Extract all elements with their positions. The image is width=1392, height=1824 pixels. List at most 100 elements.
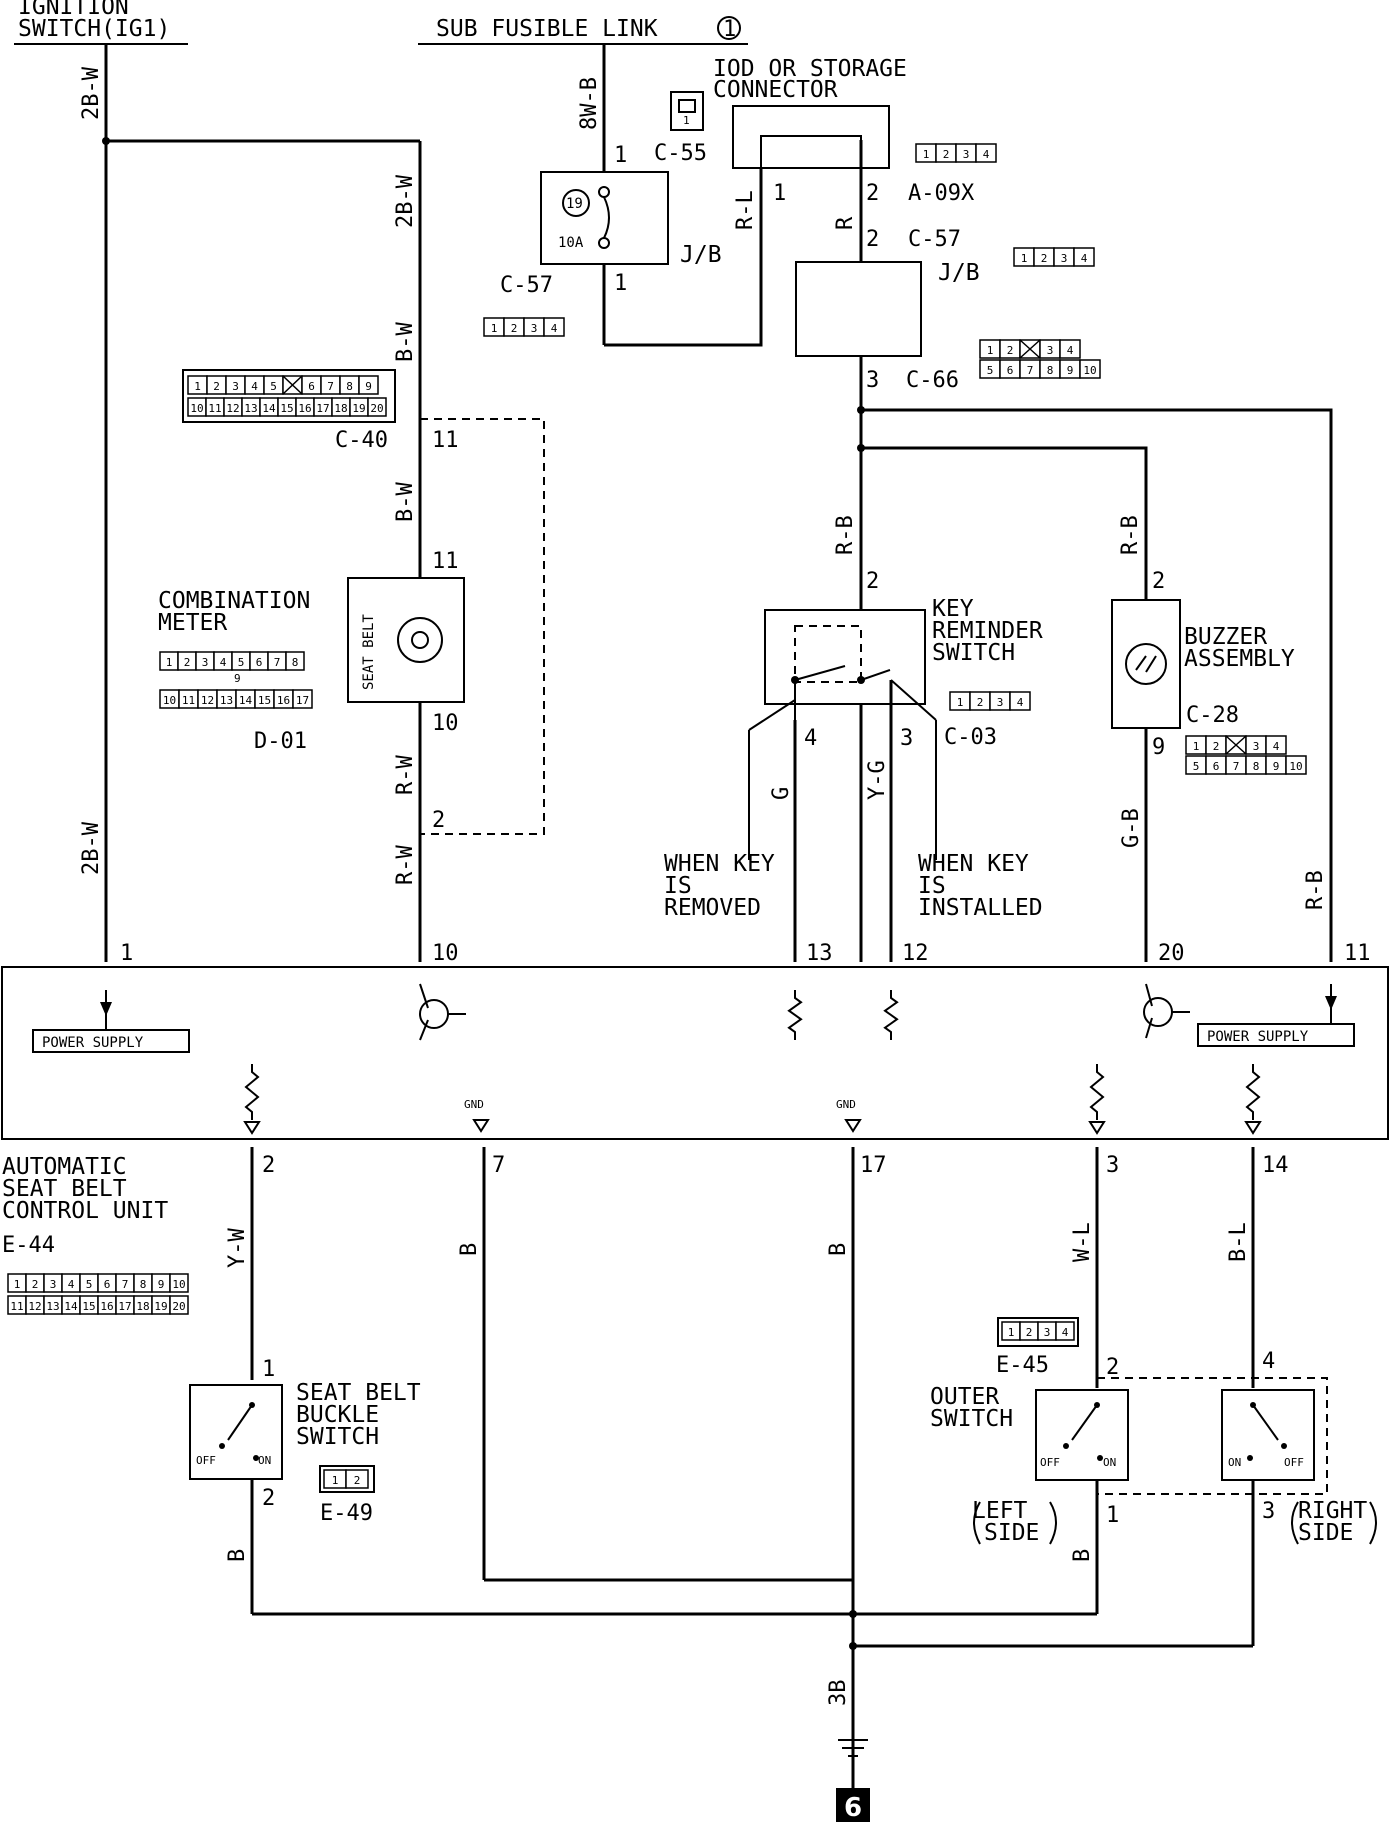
e49-pin-label: 2 xyxy=(354,1474,361,1487)
e44-row2-pin-label: 16 xyxy=(100,1300,113,1313)
c66-row2-pin-label: 7 xyxy=(1027,364,1034,377)
a09x-cell xyxy=(975,143,997,163)
pin-key-2: 2 xyxy=(866,569,879,594)
c66-row1-pin-label: 3 xyxy=(1047,344,1054,357)
connector-e44-label: E-44 xyxy=(2,1233,55,1258)
c28-row2-pin-label: 5 xyxy=(1193,760,1200,773)
c57b-pin-label: 1 xyxy=(1021,252,1028,265)
when-removed-1: WHEN KEY xyxy=(664,851,775,877)
pin-fuse-out: 1 xyxy=(614,271,627,296)
c28-row2-pin-label: 9 xyxy=(1273,760,1280,773)
pin-fuse-in: 1 xyxy=(614,143,627,168)
c28-row2-pin-label: 7 xyxy=(1233,760,1240,773)
wire-code-g: G xyxy=(769,787,794,800)
e44-row1-pin-label: 3 xyxy=(50,1278,57,1291)
right-side-label-2: SIDE xyxy=(1298,1520,1353,1546)
d01-row1-pin-label: 6 xyxy=(256,656,263,669)
c03-pin-label: 3 xyxy=(997,696,1004,709)
d01-row2-pin-label: 14 xyxy=(239,694,253,707)
pin-outer-left-1: 1 xyxy=(1106,1503,1119,1528)
connector-c66-label: C-66 xyxy=(906,368,959,393)
e44-row2-cell xyxy=(169,1295,189,1315)
pin-unit-11: 11 xyxy=(1344,941,1371,966)
e44-row2-pin-label: 19 xyxy=(154,1300,167,1313)
pin-buzzer-9: 9 xyxy=(1152,735,1165,760)
d01-row1-cell xyxy=(285,651,305,671)
key-reminder-label-2: REMINDER xyxy=(932,618,1043,644)
connector-e49-label: E-49 xyxy=(320,1501,373,1526)
c28-row1-cell xyxy=(1265,735,1287,755)
resistor-symbol xyxy=(787,990,803,1040)
pin-c66-3: 3 xyxy=(866,368,879,393)
c03-pin-label: 1 xyxy=(957,696,964,709)
resistor-symbol xyxy=(1089,1064,1105,1120)
e45-pin-label: 1 xyxy=(1008,1326,1015,1339)
wire-code-2bw-top: 2B-W xyxy=(79,66,104,120)
outer-left-on: ON xyxy=(1103,1456,1116,1469)
control-unit-label-2: SEAT BELT xyxy=(2,1176,127,1202)
connector-c55: 1 C-55 xyxy=(654,91,707,166)
pin-c57-2: 2 xyxy=(866,227,879,252)
c40-row2-pin-label: 19 xyxy=(352,402,365,415)
pin-unit-20: 20 xyxy=(1158,941,1185,966)
ignition-label-line2: SWITCH(IG1) xyxy=(18,16,170,42)
jb-label-right: J/B xyxy=(938,260,980,286)
outer-switch-left: OFF ON 2 1 xyxy=(1035,1355,1129,1528)
gnd-label-1: GND xyxy=(464,1098,484,1111)
wire-code-b-3: B xyxy=(225,1549,250,1562)
pin-unit-10: 10 xyxy=(432,941,459,966)
d01-row1-pin-label: 1 xyxy=(166,656,173,669)
d01-row2-pin-label: 13 xyxy=(220,694,233,707)
d01-row1-pin-label: 5 xyxy=(238,656,245,669)
c40-row2-pin-label: 10 xyxy=(190,402,203,415)
wire-code-b-4: B xyxy=(1070,1549,1095,1562)
e45-pin-label: 2 xyxy=(1026,1326,1033,1339)
e44-row2-pin-label: 13 xyxy=(46,1300,59,1313)
wire-code-rb-2: R-B xyxy=(1118,515,1143,555)
when-removed-2: IS xyxy=(664,873,692,899)
d01-row2-pin-label: 17 xyxy=(296,694,309,707)
power-supply-left-label: POWER SUPPLY xyxy=(42,1035,144,1051)
fuse-rating: 10A xyxy=(558,235,584,251)
c57b-pin-label: 3 xyxy=(1061,252,1068,265)
pin-buckle-2: 2 xyxy=(262,1486,275,1511)
connector-c28-label: C-28 xyxy=(1186,703,1239,728)
ignition-feed-wires: 2B-W 2B-W 2B-W B-W B-W R-W R-W xyxy=(79,44,422,962)
pin-c40-11: 11 xyxy=(432,428,459,453)
e44-row1-cell xyxy=(169,1273,189,1293)
c03-pin-label: 4 xyxy=(1017,696,1024,709)
e44-row2-pin-label: 11 xyxy=(10,1300,23,1313)
e44-row1-pin-label: 7 xyxy=(122,1278,129,1291)
c66-row1-blank-mark xyxy=(1019,339,1041,359)
e45-pin-label: 4 xyxy=(1062,1326,1069,1339)
a09x-pin-label: 1 xyxy=(923,148,930,161)
pull-arrow xyxy=(243,1121,261,1135)
sub-fusible-link-number: 1 xyxy=(723,17,736,42)
d01-row1-pin-label: 7 xyxy=(274,656,281,669)
e45-pin-label: 3 xyxy=(1044,1326,1051,1339)
pin-unit-3: 3 xyxy=(1106,1153,1119,1178)
c28-row1-pin-label: 2 xyxy=(1213,740,1220,753)
combination-meter-label-1: COMBINATION xyxy=(158,588,310,614)
c66-row1-pin-label: 1 xyxy=(987,344,994,357)
c40-row2-pin-label: 15 xyxy=(280,402,293,415)
outer-right-off: OFF xyxy=(1284,1456,1304,1469)
c55-pin: 1 xyxy=(683,114,690,127)
pin-rw-2: 2 xyxy=(432,808,445,833)
c28-row2-pin-label: 8 xyxy=(1253,760,1260,773)
sub-fusible-link-label: SUB FUSIBLE LINK xyxy=(436,16,658,42)
c03-pin-label: 2 xyxy=(977,696,984,709)
pin-outer-right-4: 4 xyxy=(1262,1349,1275,1374)
buzzer-label-1: BUZZER xyxy=(1184,624,1267,650)
e44-row1-pin-label: 6 xyxy=(104,1278,111,1291)
left-side-label-1: LEFT xyxy=(972,1498,1028,1524)
pin-key-4: 4 xyxy=(804,726,817,751)
power-supply-right: POWER SUPPLY xyxy=(1197,984,1355,1047)
wire-code-bw-1: B-W xyxy=(393,322,418,362)
c57b-pin-label: 2 xyxy=(1041,252,1048,265)
outer-right-on: ON xyxy=(1228,1456,1241,1469)
pin-iod-1: 1 xyxy=(773,181,786,206)
connector-c57a-label: C-57 xyxy=(500,273,553,298)
